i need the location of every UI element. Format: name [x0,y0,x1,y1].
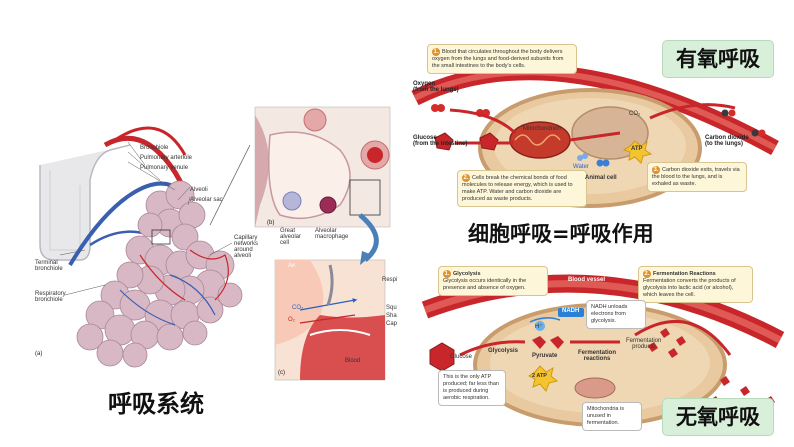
nadh-note: NADH unloads electrons from glycolysis. [586,300,646,329]
label-glycolysis: Glycolysis [488,348,519,354]
label-capillary-networks: Capillary networks around alveoli [234,235,259,259]
lung-alveoli-illustration [39,106,391,381]
glycolysis-note-title: Glycolysis [453,271,481,277]
panel-c-label: (c) [278,370,285,376]
anaerobic-respiration-figure: 1.Glycolysis Glycolysis occurs identical… [420,260,790,440]
glycolysis-note-number: 1. [443,270,451,278]
label-cap: Cap [386,321,398,327]
label-bronchiole: Bronchiole [140,145,169,151]
aerobic-note-1: 1.Blood that circulates throughout the b… [427,44,577,74]
mitochondria-note: Mitochondria is unused in fermentation. [582,402,642,431]
anaerobic-respiration-badge: 无氧呼吸 [662,398,774,436]
cell-respiration-caption: 细胞呼吸=呼吸作用 [468,222,654,246]
aerobic-note-2-text: Cells break the chemical bonds of food m… [462,175,573,202]
aerobic-note-3-number: 3. [652,166,660,174]
label-o2: O₂ [288,317,295,323]
label-pyruvate: Pyruvate [532,353,558,359]
aerobic-note-2: 2.Cells break the chemical bonds of food… [457,170,587,207]
respiratory-system-caption: 呼吸系统 [108,390,204,418]
label-respi: Respi [382,277,398,283]
panel-a-label: (a) [35,351,43,357]
respiratory-system-figure: Bronchiole Pulmonary arteriole Pulmonary… [10,15,398,385]
anaerobic-cell-illustration [421,274,785,431]
aerobic-note-1-number: 1. [432,48,440,56]
label-sha: Sha [386,313,397,319]
label-carbon-dioxide: Carbon dioxide (to the lungs) [705,135,749,147]
aerobic-cell-illustration [411,64,779,208]
panel-b-label: (b) [267,220,275,226]
atp-note: This is the only ATP produced; far less … [438,370,506,406]
label-atp: ATP [631,146,643,152]
label-blood-vessel-bottom: Blood vessel [568,277,606,283]
label-nadh: NADH [562,308,580,314]
label-alveoli: Alveoli [190,187,208,193]
label-blood-vessel: Blood vessel [583,63,621,69]
fermentation-note-number: 2. [643,270,651,278]
label-squ: Squ [386,305,397,311]
aerobic-respiration-badge: 有氧呼吸 [662,40,774,78]
label-pulmonary-arteriole: Pulmonary arteriole [140,155,193,161]
glycolysis-note: 1.Glycolysis Glycolysis occurs identical… [438,266,548,296]
aerobic-note-3: 3.Carbon dioxide exits, travels via the … [647,162,747,192]
label-water: Water [573,164,589,170]
label-pulmonary-venule: Pulmonary venule [140,165,189,171]
label-alveolar-sac: Alveolar sac [190,197,223,203]
label-terminal-bronchiole: Terminal bronchiole [35,260,63,272]
label-animal-cell: Animal cell [585,175,617,181]
label-glucose-bottom: Glucose [450,354,473,360]
label-blood: Blood [345,358,361,364]
label-h-plus: H⁺ [535,324,543,330]
label-co2: CO₂ [292,305,304,311]
label-co2: CO₂ [629,111,641,117]
label-air: Air [288,263,296,269]
label-oxygen: Oxygen (from the lungs) [413,81,459,93]
label-fermentation-products: Fermentation products [626,338,662,350]
fermentation-note: 2.Fermentation Reactions Fermentation co… [638,266,753,303]
aerobic-note-3-text: Carbon dioxide exits, travels via the bl… [652,167,740,187]
label-2atp: 2 ATP [532,373,547,379]
label-respiratory-bronchiole: Respiratory bronchiole [35,291,66,303]
aerobic-respiration-figure: 1.Blood that circulates throughout the b… [405,38,790,213]
label-glucose: Glucose (from the intestine) [413,135,468,147]
fermentation-note-title: Fermentation Reactions [653,271,716,277]
aerobic-note-2-number: 2. [462,174,470,182]
glycolysis-note-text: Glycolysis occurs identically in the pre… [443,278,527,291]
fermentation-note-text: Fermentation converts the products of gl… [643,278,736,298]
label-great-alveolar-cell: Great alveolar cell [280,228,302,246]
label-mitochondrion: Mitochondrion [523,126,561,132]
label-alveolar-macrophage: Alveolar macrophage [315,228,349,240]
aerobic-note-1-text: Blood that circulates throughout the bod… [432,49,564,69]
label-fermentation-reactions: Fermentation reactions [578,350,617,362]
